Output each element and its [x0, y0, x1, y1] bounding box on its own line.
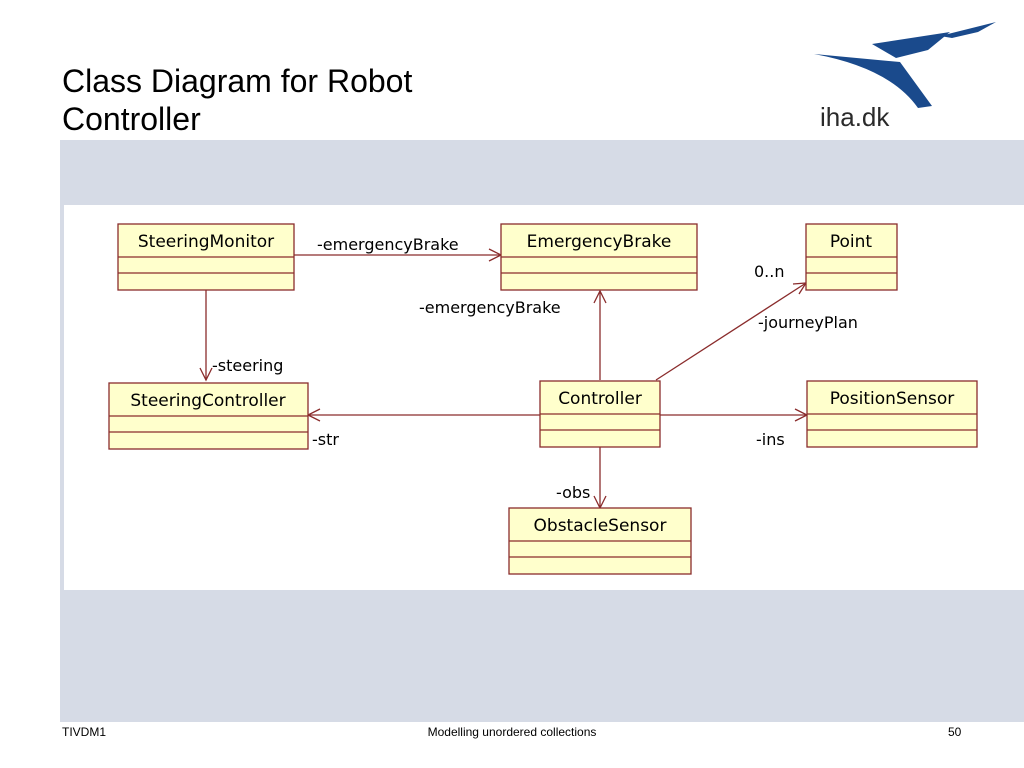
arrowhead-brake-2: [593, 289, 607, 304]
slide-title: Class Diagram for Robot Controller: [62, 62, 582, 138]
slide-title-line2: Controller: [62, 101, 201, 137]
class-position-sensor: PositionSensor: [806, 380, 978, 448]
class-diagram: SteeringMonitor EmergencyBrake Point Ste…: [108, 223, 978, 575]
class-name-steering-monitor: SteeringMonitor: [138, 232, 274, 252]
class-name-steering-controller: SteeringController: [130, 391, 285, 411]
class-steering-monitor: SteeringMonitor: [117, 223, 295, 291]
assoc-controller-point: [655, 282, 807, 381]
role-steering: -steering: [212, 356, 283, 375]
role-controller-brake: -emergencyBrake: [419, 298, 561, 317]
class-name-point: Point: [830, 232, 873, 252]
class-steering-controller: SteeringController: [108, 382, 309, 450]
arrowhead-steering: [199, 367, 213, 382]
class-name-emergency-brake: EmergencyBrake: [527, 232, 672, 252]
slide-title-line1: Class Diagram for Robot: [62, 63, 413, 99]
class-name-controller: Controller: [558, 389, 642, 409]
role-journey-plan: -journeyPlan: [758, 313, 858, 332]
footer-course: TIVDM1: [62, 725, 107, 739]
footer-topic: Modelling unordered collections: [427, 725, 597, 739]
class-point: Point: [805, 223, 898, 291]
class-emergency-brake: EmergencyBrake: [500, 223, 698, 291]
class-controller: Controller: [539, 380, 661, 448]
multiplicity-point: 0..n: [754, 262, 785, 281]
class-name-position-sensor: PositionSensor: [830, 389, 954, 409]
class-name-obstacle-sensor: ObstacleSensor: [534, 516, 667, 536]
iha-logo-icon: [814, 22, 996, 108]
role-monitor-brake: -emergencyBrake: [317, 235, 459, 254]
role-ins: -ins: [756, 430, 785, 449]
role-obs: -obs: [556, 483, 590, 502]
role-str: -str: [312, 430, 339, 449]
footer-page-number: 50: [948, 725, 962, 739]
class-obstacle-sensor: ObstacleSensor: [508, 507, 692, 575]
logo-text: iha.dk: [820, 102, 890, 132]
